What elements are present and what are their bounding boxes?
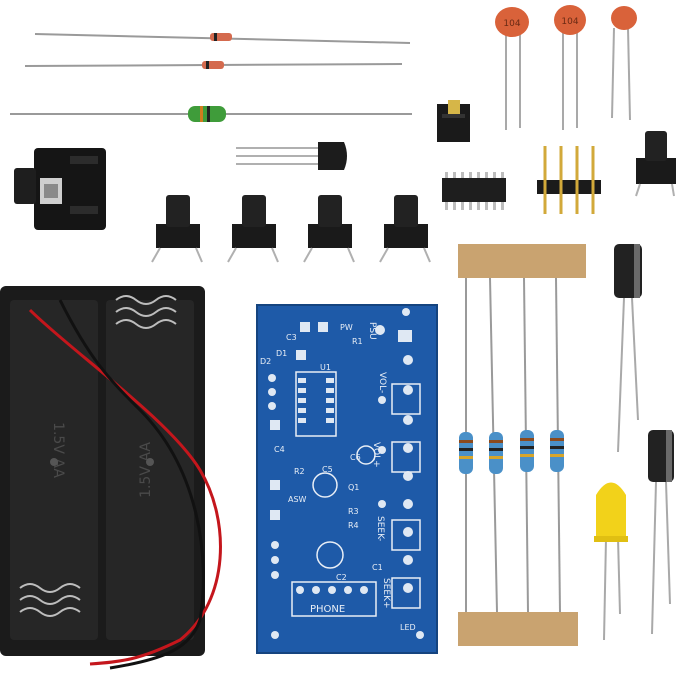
tact-switch-2	[227, 195, 279, 263]
pcb-label-d1: D1	[276, 349, 287, 358]
pcb-label-asw: ASW	[288, 495, 307, 504]
resistor-1	[459, 432, 473, 474]
pcb-label-r3: R3	[348, 507, 359, 516]
resistor-3	[520, 430, 534, 472]
jumper-cap	[437, 100, 470, 142]
tact-switch-3	[303, 195, 355, 263]
red-wire	[28, 308, 222, 666]
holder-label-left: 1.5V AA	[50, 422, 66, 478]
cap-marking-2: 104	[561, 17, 578, 27]
pcb-label-r1: R1	[352, 337, 363, 346]
tact-switch-top-right	[635, 131, 676, 197]
pcb-label-u1: U1	[320, 363, 331, 372]
ceramic-capacitor-3	[611, 6, 637, 121]
tact-switch-1	[151, 195, 203, 263]
pcb-label-pw: PW	[340, 323, 353, 332]
audio-jack	[14, 148, 106, 230]
pcb-label-r2: R2	[294, 467, 305, 476]
diode-2	[24, 61, 403, 69]
resistor-4	[550, 430, 564, 472]
pcb-label-c3: C3	[286, 333, 297, 342]
yellow-led	[594, 482, 628, 641]
ceramic-capacitor-1: 104	[495, 7, 529, 130]
resistor-tape-strips	[458, 244, 586, 646]
black-wire	[58, 299, 205, 670]
battery-holder: 1.5V AA 1.5V AA	[0, 286, 205, 656]
pin-header	[537, 146, 601, 214]
ceramic-capacitor-2: 104	[554, 5, 586, 130]
pcb-board: PW C3 R1 PSU D2 D1 U1 VOL- VOL+ C4 C5 C6…	[256, 304, 438, 654]
diode-1	[34, 33, 411, 44]
pcb-label-c6: C6	[350, 453, 361, 462]
resistor-2	[489, 432, 503, 474]
pcb-label-c4: C4	[274, 445, 285, 454]
pcb-label-c5: C5	[322, 465, 333, 474]
pcb-label-phone: PHONE	[310, 604, 345, 615]
pcb-label-vol-minus: VOL-	[377, 372, 387, 393]
tact-switch-4	[379, 195, 431, 263]
holder-label-right: 1.5V AA	[138, 442, 154, 498]
resistors	[459, 277, 564, 613]
pcb-label-led: LED	[400, 623, 416, 632]
pcb-label-r4: R4	[348, 521, 359, 530]
pcb-label-c2: C2	[336, 573, 347, 582]
pcb-label-psu: PSU	[367, 322, 377, 340]
voltage-regulator	[236, 142, 347, 170]
pcb-label-seek-plus: SEEK+	[381, 578, 391, 609]
inductor	[10, 106, 412, 122]
ic-chip	[442, 172, 506, 210]
pcb-label-vol-plus: VOL+	[371, 442, 381, 468]
cap-marking-1: 104	[503, 19, 520, 29]
electrolytic-capacitor-1	[614, 244, 642, 453]
electrolytic-capacitor-2	[648, 430, 674, 635]
pcb-label-d2: D2	[260, 357, 271, 366]
pcb-label-c1: C1	[372, 563, 383, 572]
pcb-label-seek-minus: SEEK-	[375, 516, 385, 541]
pcb-label-q1: Q1	[348, 483, 359, 492]
